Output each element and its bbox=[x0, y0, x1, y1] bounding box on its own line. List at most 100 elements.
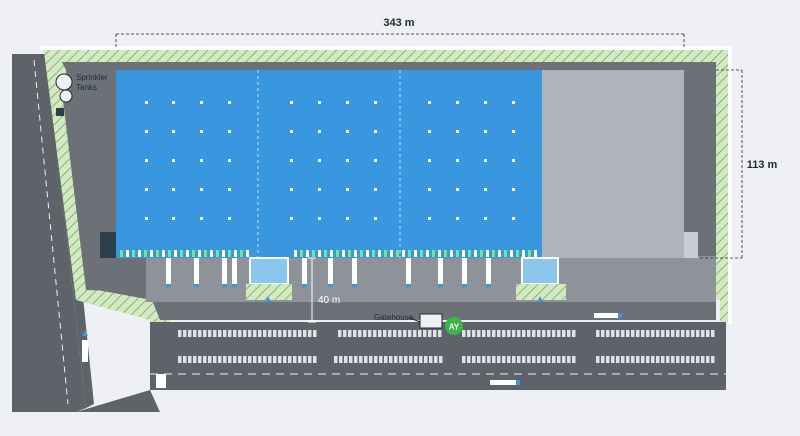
building-column bbox=[374, 188, 377, 191]
parking-space bbox=[527, 356, 531, 363]
parking-space bbox=[368, 330, 372, 337]
dock-door bbox=[180, 250, 183, 257]
parking-space bbox=[611, 330, 615, 337]
loading-lane-marker bbox=[232, 284, 237, 287]
building-column bbox=[200, 159, 203, 162]
parking-space bbox=[193, 330, 197, 337]
parking-space bbox=[626, 330, 630, 337]
building-column bbox=[318, 130, 321, 133]
parking-space bbox=[542, 356, 546, 363]
truck-dock-icon bbox=[537, 296, 543, 302]
parking-space bbox=[344, 356, 348, 363]
building-column bbox=[172, 159, 175, 162]
building-column bbox=[484, 217, 487, 220]
parking-space bbox=[233, 330, 237, 337]
loading-lane bbox=[222, 258, 227, 284]
dock-door bbox=[522, 250, 525, 257]
parking-space bbox=[646, 330, 650, 337]
parking-space bbox=[492, 356, 496, 363]
dock-door bbox=[444, 250, 447, 257]
parking-space bbox=[288, 356, 292, 363]
parking-space bbox=[477, 356, 481, 363]
parking-space bbox=[651, 356, 655, 363]
parking-space bbox=[601, 330, 605, 337]
parking-space bbox=[414, 356, 418, 363]
parking-space bbox=[547, 356, 551, 363]
parking-space bbox=[413, 330, 417, 337]
parking-space bbox=[358, 330, 362, 337]
parking-space bbox=[303, 356, 307, 363]
parking-space bbox=[686, 330, 690, 337]
building-column bbox=[290, 188, 293, 191]
parking-space bbox=[572, 330, 576, 337]
parking-space bbox=[631, 330, 635, 337]
parking-space bbox=[238, 356, 242, 363]
parking-space bbox=[248, 356, 252, 363]
parking-space bbox=[178, 356, 182, 363]
parking-space bbox=[348, 330, 352, 337]
parking-space bbox=[373, 330, 377, 337]
parking-space bbox=[223, 356, 227, 363]
parking-space bbox=[293, 330, 297, 337]
parking-space bbox=[696, 330, 700, 337]
building-column bbox=[512, 159, 515, 162]
dock-door bbox=[210, 250, 213, 257]
parking-space bbox=[183, 330, 187, 337]
loading-lane bbox=[194, 258, 199, 284]
parking-space bbox=[188, 356, 192, 363]
dimension-depth bbox=[700, 69, 743, 259]
loading-lane-marker bbox=[302, 284, 307, 287]
parking-space bbox=[507, 356, 511, 363]
dock-door bbox=[510, 250, 513, 257]
parking-space bbox=[388, 330, 392, 337]
parking-space bbox=[492, 330, 496, 337]
parking-space bbox=[218, 330, 222, 337]
parking-space bbox=[389, 356, 393, 363]
parking-space bbox=[711, 330, 715, 337]
building-column bbox=[374, 217, 377, 220]
dock-door bbox=[198, 250, 201, 257]
parking-space bbox=[706, 356, 710, 363]
parking-space bbox=[203, 330, 207, 337]
parking-space bbox=[419, 356, 423, 363]
parking-space bbox=[542, 330, 546, 337]
dock-door bbox=[408, 250, 411, 257]
parking-space bbox=[537, 330, 541, 337]
parking-space bbox=[467, 356, 471, 363]
parking-space bbox=[334, 356, 338, 363]
dimension-yard bbox=[308, 257, 316, 323]
parking-space bbox=[537, 356, 541, 363]
parking-space bbox=[263, 356, 267, 363]
dock-pits bbox=[246, 257, 566, 302]
gate-badge-label: AY bbox=[449, 323, 460, 332]
building-column bbox=[228, 101, 231, 104]
parking-space bbox=[567, 356, 571, 363]
dock-door bbox=[318, 250, 321, 257]
building-column bbox=[200, 188, 203, 191]
parking-space bbox=[263, 330, 267, 337]
parking-space bbox=[398, 330, 402, 337]
parking-space bbox=[691, 330, 695, 337]
parking-space bbox=[243, 356, 247, 363]
parking-space bbox=[686, 356, 690, 363]
parking-space bbox=[429, 356, 433, 363]
parking-space bbox=[666, 356, 670, 363]
dock-door bbox=[366, 250, 369, 257]
building-column bbox=[172, 217, 175, 220]
building-column bbox=[374, 101, 377, 104]
loading-lane bbox=[438, 258, 443, 284]
parking-space bbox=[364, 356, 368, 363]
building-column bbox=[512, 101, 515, 104]
parking-space bbox=[527, 330, 531, 337]
gate-icon: AY bbox=[445, 317, 463, 335]
dock-door bbox=[228, 250, 231, 257]
dock-door bbox=[450, 250, 453, 257]
building-column bbox=[228, 217, 231, 220]
dock-door bbox=[378, 250, 381, 257]
parking-space bbox=[636, 356, 640, 363]
parking-space bbox=[218, 356, 222, 363]
parking-space bbox=[428, 330, 432, 337]
parking-space bbox=[596, 356, 600, 363]
building-column bbox=[346, 130, 349, 133]
parking-space bbox=[671, 330, 675, 337]
